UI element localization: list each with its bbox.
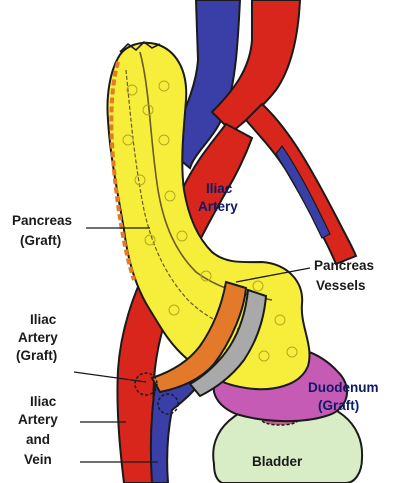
label-bladder: Bladder bbox=[252, 454, 303, 469]
label-iliac-artery-1: Iliac bbox=[206, 181, 233, 196]
label-duodenum-graft-1: Duodenum bbox=[308, 380, 379, 395]
label-iliac-artery-2: Artery bbox=[198, 199, 238, 214]
label-iliac-artery-vein-3: and bbox=[26, 432, 50, 447]
label-iliac-artery-graft-3: (Graft) bbox=[16, 348, 57, 363]
label-pancreas-graft-2: (Graft) bbox=[20, 233, 61, 248]
label-pancreas-vessels-2: Vessels bbox=[316, 278, 366, 293]
label-pancreas-vessels-1: Pancreas bbox=[314, 258, 374, 273]
label-iliac-artery-vein-1: Iliac bbox=[30, 394, 57, 409]
label-iliac-artery-graft-2: Artery bbox=[18, 330, 58, 345]
label-iliac-artery-vein-2: Artery bbox=[18, 412, 58, 427]
label-iliac-artery-graft-1: Iliac bbox=[30, 312, 57, 327]
label-duodenum-graft-2: (Graft) bbox=[318, 398, 359, 413]
label-iliac-artery-vein-4: Vein bbox=[24, 452, 52, 467]
label-pancreas-graft-1: Pancreas bbox=[12, 213, 72, 228]
